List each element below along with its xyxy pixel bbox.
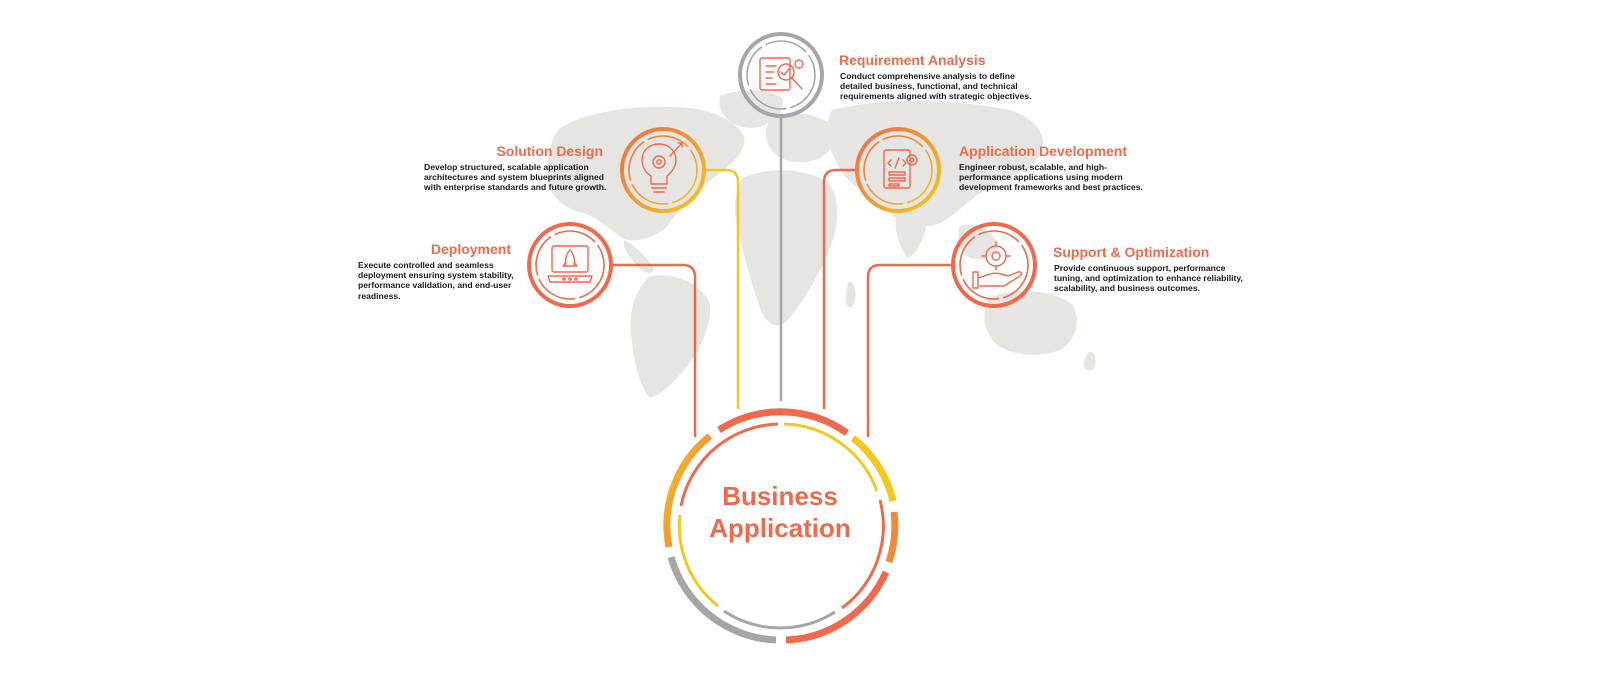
rocket-laptop-icon (547, 245, 593, 283)
center-label-line1: Business (722, 481, 838, 511)
solution-design-description: Develop structured, scalable application… (424, 162, 607, 193)
code-document-icon (883, 149, 918, 189)
center-outer-arc-top (717, 408, 850, 436)
center-inner-arc-top-right (783, 422, 879, 492)
center-inner-arc-left (677, 514, 719, 608)
requirements-search-icon (759, 57, 804, 91)
node-solution-design (620, 127, 706, 213)
center-outer-arc-bottom-right (785, 570, 890, 644)
center-outer-arc-bottom-left (667, 556, 777, 644)
node-ring-outer (855, 127, 941, 213)
node-application-development (855, 127, 941, 213)
node-ring-inner (535, 230, 605, 300)
node-requirement-analysis (738, 32, 824, 118)
node-ring-outer (951, 222, 1037, 308)
requirement-analysis-description: Conduct comprehensive analysis to define… (840, 71, 1032, 102)
support-optimization-title: Support & Optimization (1053, 244, 1210, 260)
node-ring-inner (863, 135, 933, 205)
center-label-line2: Application (709, 513, 851, 543)
node-ring-inner (959, 230, 1029, 300)
hand-gear-icon (972, 241, 1023, 289)
map-africa (735, 170, 838, 326)
connector-deployment (612, 263, 697, 438)
lightbulb-gear-icon (641, 142, 683, 193)
center-inner-arc-top-left (679, 422, 779, 507)
node-ring-inner (746, 40, 816, 110)
map-north-america (546, 106, 745, 241)
deployment-description: Execute controlled and seamless deployme… (358, 260, 514, 301)
map-central-america (623, 240, 654, 273)
map-india (895, 206, 926, 258)
application-development-title: Application Development (959, 143, 1128, 159)
map-madagascar (845, 281, 856, 308)
node-deployment (527, 222, 613, 308)
map-new-zealand (1083, 351, 1096, 371)
map-europe (765, 113, 835, 163)
application-development-description: Engineer robust, scalable, and high-perf… (959, 162, 1143, 193)
connector-solution-design (703, 168, 740, 410)
center-label: Business Application (680, 480, 880, 544)
center-outer-arc-right (885, 511, 899, 564)
world-map-background (546, 90, 1096, 398)
map-greenland (719, 90, 783, 128)
node-ring-inner (628, 135, 698, 205)
connector-support-optimization (866, 263, 953, 438)
center-outer-arc-left (663, 433, 713, 548)
node-support-optimization (951, 222, 1037, 308)
deployment-title: Deployment (430, 241, 511, 257)
connectors (612, 115, 953, 438)
node-ring-outer (620, 127, 706, 213)
solution-design-title: Solution Design (496, 143, 603, 159)
map-australia (984, 290, 1077, 355)
connector-application-development (822, 168, 858, 410)
node-ring-outer (738, 32, 824, 118)
center-inner-arc-bottom (723, 609, 836, 630)
requirement-analysis-title: Requirement Analysis (839, 52, 986, 68)
center-outer-arc-top-right (850, 435, 897, 502)
map-japan (1016, 149, 1032, 173)
center-inner-arc-right (841, 499, 885, 610)
node-ring-outer (527, 222, 613, 308)
center-ring (663, 408, 899, 644)
support-optimization-description: Provide continuous support, performance … (1054, 263, 1243, 294)
map-south-america (630, 275, 711, 398)
